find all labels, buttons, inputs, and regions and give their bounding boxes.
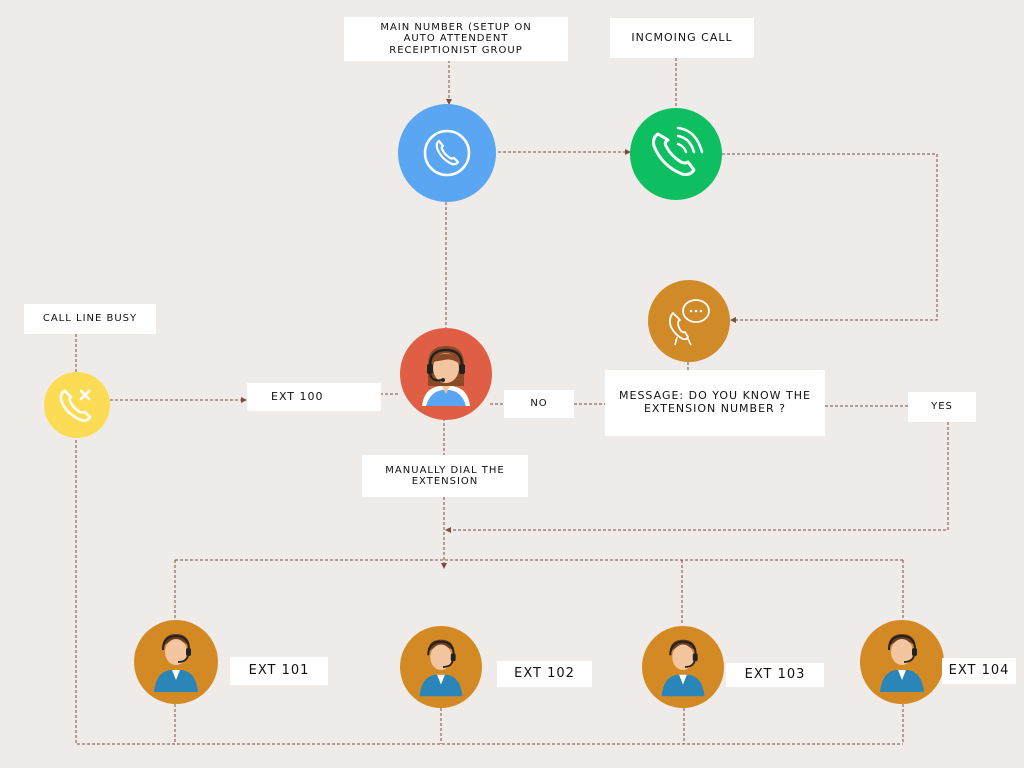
ext-102-label: EXT 102 xyxy=(497,661,592,687)
main-number-node xyxy=(398,104,496,202)
call-line-busy-node xyxy=(44,372,110,438)
main-number-label: MAIN NUMBER (SETUP ON AUTO ATTENDENT REC… xyxy=(344,17,568,61)
ext-100-label: EXT 100 xyxy=(247,383,381,411)
incoming-call-label: INCMOING CALL xyxy=(610,18,754,58)
agent-headset-icon xyxy=(154,634,198,692)
ringing-phone-icon xyxy=(652,126,704,176)
agent-103-node xyxy=(642,626,724,708)
phone-cancel-icon xyxy=(59,389,92,422)
manually-dial-label: MANUALLY DIAL THE EXTENSION xyxy=(362,455,528,497)
speech-bubble-icon xyxy=(668,299,710,346)
agent-101-node xyxy=(134,620,218,704)
yes-down xyxy=(445,422,949,533)
message-node xyxy=(648,280,730,362)
receptionist-headset-icon xyxy=(422,346,470,406)
agent-headset-icon xyxy=(880,634,924,692)
incoming-to-message xyxy=(722,153,938,323)
agent-104-node xyxy=(860,620,944,704)
ext-104-label: EXT 104 xyxy=(942,658,1016,684)
yes-label: YES xyxy=(908,392,976,422)
phone-icon xyxy=(423,129,471,177)
message-label: MESSAGE: DO YOU KNOW THE EXTENSION NUMBE… xyxy=(605,370,825,436)
agent-headset-icon xyxy=(419,639,463,697)
agent-headset-icon xyxy=(661,639,705,697)
call-line-busy-label: CALL LINE BUSY xyxy=(24,304,156,334)
incoming-call-node xyxy=(630,108,722,200)
ext-101-label: EXT 101 xyxy=(230,657,328,685)
no-label: NO xyxy=(504,390,574,418)
receptionist-node xyxy=(400,328,492,420)
agent-102-node xyxy=(400,626,482,708)
ext-103-label: EXT 103 xyxy=(726,663,824,687)
busy-return xyxy=(75,440,903,745)
